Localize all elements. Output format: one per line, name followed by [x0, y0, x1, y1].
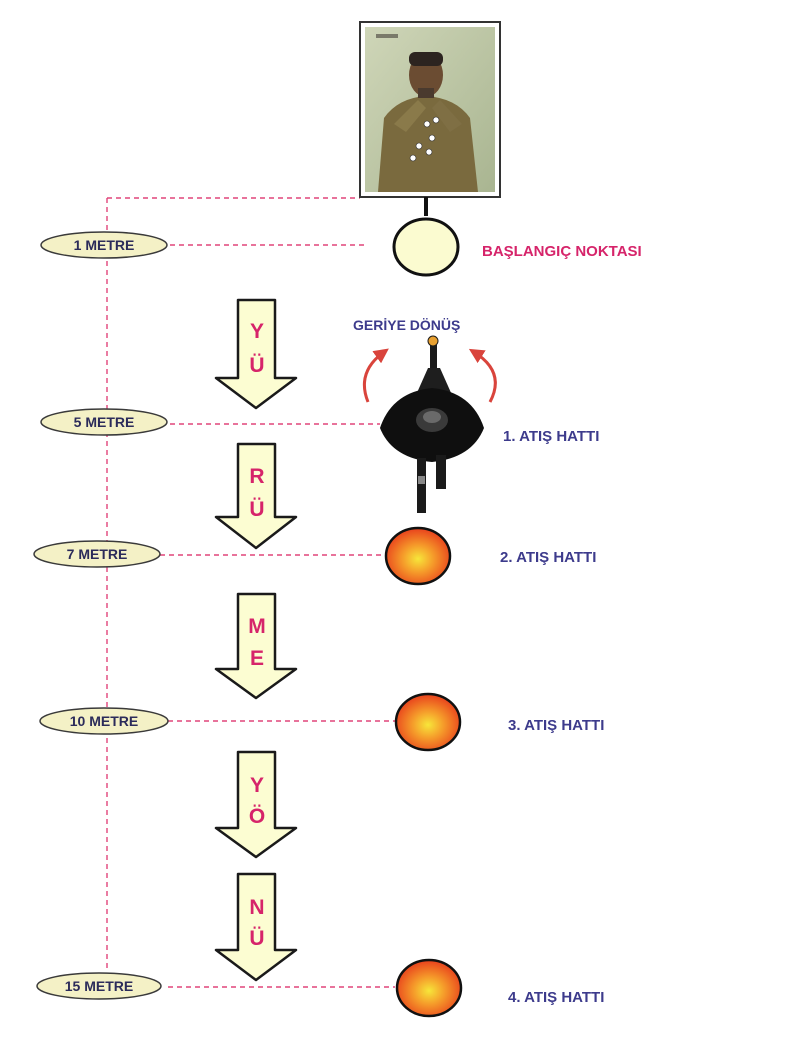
shooting-line-4-label: 4. ATIŞ HATTI [508, 989, 604, 1006]
arrow-letter-3b: E [250, 647, 264, 670]
shooting-line-1-label: 1. ATIŞ HATTI [503, 428, 599, 445]
arrow-letter-5b: Ü [249, 927, 264, 950]
start-point-label: BAŞLANGIÇ NOKTASI [482, 243, 642, 260]
distance-pill-15m: 15 METRE [36, 972, 162, 1000]
turn-arrow-icon [363, 348, 497, 403]
turn-back-label: GERİYE DÖNÜŞ [353, 317, 460, 333]
distance-label-7m: 7 METRE [67, 546, 128, 562]
distance-label-15m: 15 METRE [65, 978, 133, 994]
shooting-line-4-target [395, 958, 463, 1018]
arrow-letter-4b: Ö [249, 805, 265, 828]
shooting-line-2-target [384, 526, 452, 586]
distance-label-1m: 1 METRE [74, 237, 135, 253]
distance-pill-1m: 1 METRE [40, 231, 168, 259]
distance-label-10m: 10 METRE [70, 713, 138, 729]
arrow-letter-2b: Ü [249, 498, 264, 521]
turn-arrow-right [468, 348, 497, 403]
arrow-letter-5a: N [249, 896, 264, 919]
arrow-letter-1b: Ü [249, 354, 264, 377]
down-arrow-3: M E [214, 592, 298, 700]
target-photo [359, 21, 501, 198]
distance-label-5m: 5 METRE [74, 414, 135, 430]
start-point-circle [392, 217, 460, 277]
distance-pill-7m: 7 METRE [33, 540, 161, 568]
shooting-line-3-label: 3. ATIŞ HATTI [508, 717, 604, 734]
distance-pill-5m: 5 METRE [40, 408, 168, 436]
arrow-letter-1a: Y [250, 320, 264, 343]
distance-pill-10m: 10 METRE [39, 707, 169, 735]
down-arrow-2: R Ü [214, 442, 298, 550]
down-arrow-5: N Ü [214, 872, 298, 982]
shooting-line-2-label: 2. ATIŞ HATTI [500, 549, 596, 566]
down-arrow-1: Y Ü [214, 298, 298, 410]
arrow-letter-4a: Y [250, 774, 264, 797]
arrow-letter-3a: M [248, 615, 266, 638]
turn-arrow-left [363, 348, 389, 403]
down-arrow-4: Y Ö [214, 750, 298, 859]
dashed-connectors [106, 197, 395, 988]
shooter-top-view-icon [380, 335, 484, 513]
arrow-letter-2a: R [249, 465, 264, 488]
shooting-line-3-target [394, 692, 462, 752]
